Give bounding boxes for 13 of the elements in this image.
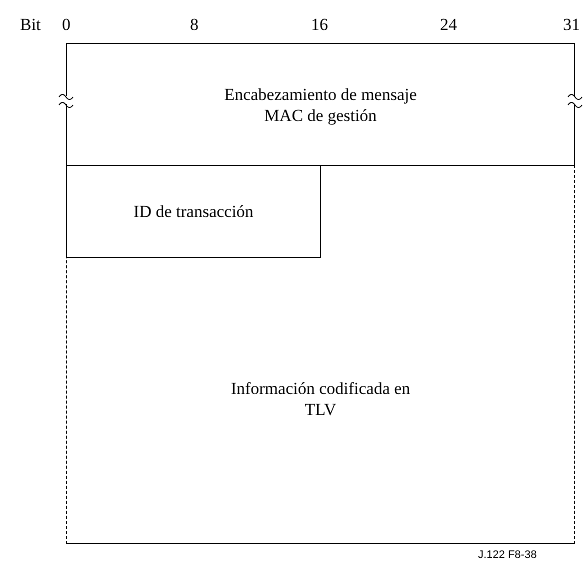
- bit-number: 16: [311, 15, 328, 35]
- field-box: [66, 43, 575, 166]
- bit-number: 31: [563, 15, 580, 35]
- field-label: Encabezamiento de mensaje MAC de gestión: [223, 84, 418, 126]
- field-label: Información codificada en TLV: [230, 378, 410, 420]
- bit-number: 0: [62, 15, 70, 35]
- bit-number: 8: [190, 15, 198, 35]
- field-box: [66, 165, 575, 544]
- field-label: ID de transacción: [134, 200, 254, 222]
- field-box: [66, 165, 321, 258]
- figure-id: J.122 F8-38: [478, 549, 537, 561]
- bit-axis-label: Bit: [20, 15, 41, 35]
- bit-number: 24: [440, 15, 457, 35]
